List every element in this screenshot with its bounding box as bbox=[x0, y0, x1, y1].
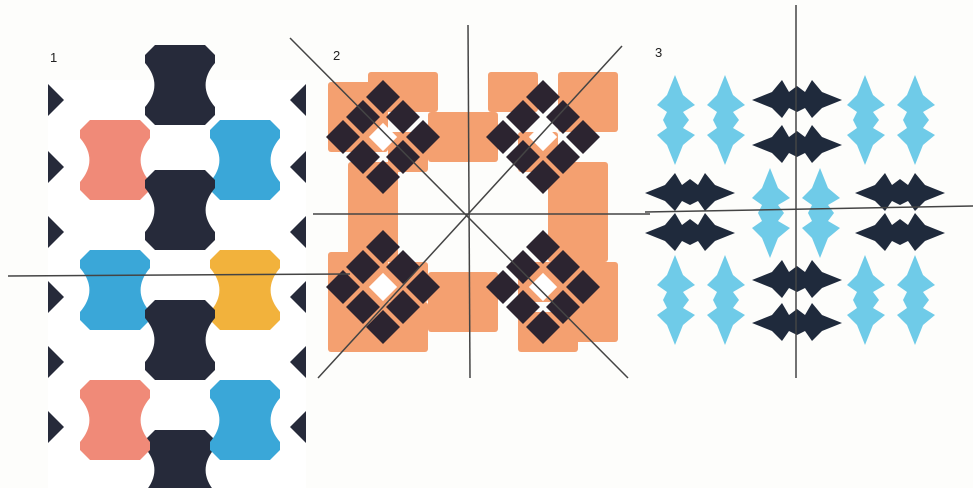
edge-triangle bbox=[290, 216, 306, 248]
panel-label-3: 3 bbox=[655, 45, 662, 60]
orange-block bbox=[488, 72, 538, 112]
panel-label-2: 2 bbox=[333, 48, 340, 63]
bird-tile bbox=[645, 213, 735, 251]
edge-triangle bbox=[290, 346, 306, 378]
bobbin-tile bbox=[145, 300, 215, 380]
bobbin-tile bbox=[80, 380, 150, 460]
bobbin-tile bbox=[80, 120, 150, 200]
bird-tile bbox=[802, 168, 840, 258]
edge-triangle bbox=[48, 151, 64, 183]
bird-tile bbox=[855, 173, 945, 211]
bird-tile-group bbox=[847, 255, 885, 345]
pattern-panel-1 bbox=[48, 80, 306, 488]
edge-triangle bbox=[48, 346, 64, 378]
edge-triangle bbox=[48, 411, 64, 443]
bird-tile bbox=[707, 75, 745, 165]
bird-tile bbox=[657, 255, 695, 345]
edge-triangle bbox=[290, 411, 306, 443]
panel-label-1: 1 bbox=[50, 50, 57, 65]
bird-tile-group bbox=[707, 75, 745, 165]
edge-triangle bbox=[290, 84, 306, 116]
bird-tile bbox=[897, 75, 935, 165]
bird-tile bbox=[752, 80, 842, 118]
bird-tile bbox=[752, 303, 842, 341]
bird-tile bbox=[752, 260, 842, 298]
edge-triangle bbox=[290, 151, 306, 183]
edge-triangle bbox=[48, 216, 64, 248]
bird-tile bbox=[752, 125, 842, 163]
bobbin-tile bbox=[80, 250, 150, 330]
bird-tile bbox=[752, 168, 790, 258]
bird-tile-group bbox=[897, 75, 935, 165]
bobbin-tile bbox=[210, 120, 280, 200]
edge-triangle bbox=[48, 281, 64, 313]
bird-tile bbox=[897, 255, 935, 345]
bird-tile-group bbox=[707, 255, 745, 345]
orange-block bbox=[428, 272, 498, 332]
bird-tile bbox=[847, 75, 885, 165]
bobbin-tile bbox=[210, 380, 280, 460]
bobbin-tile bbox=[145, 170, 215, 250]
pattern-panel-3 bbox=[650, 75, 940, 325]
bird-tile-group bbox=[657, 255, 695, 345]
bird-tile bbox=[657, 75, 695, 165]
pattern-panel-2 bbox=[328, 72, 618, 352]
edge-triangle bbox=[290, 281, 306, 313]
bobbin-tile bbox=[210, 250, 280, 330]
edge-triangle bbox=[48, 84, 64, 116]
bird-tile-group bbox=[802, 168, 840, 258]
bird-tile bbox=[707, 255, 745, 345]
bird-tile-group bbox=[897, 255, 935, 345]
bird-tile bbox=[855, 213, 945, 251]
bobbin-tile bbox=[145, 45, 215, 125]
bird-tile bbox=[847, 255, 885, 345]
bird-tile-group bbox=[847, 75, 885, 165]
bird-tile bbox=[645, 173, 735, 211]
bird-tile-group bbox=[657, 75, 695, 165]
bobbin-tile bbox=[145, 430, 215, 488]
bird-tile-group bbox=[752, 168, 790, 258]
